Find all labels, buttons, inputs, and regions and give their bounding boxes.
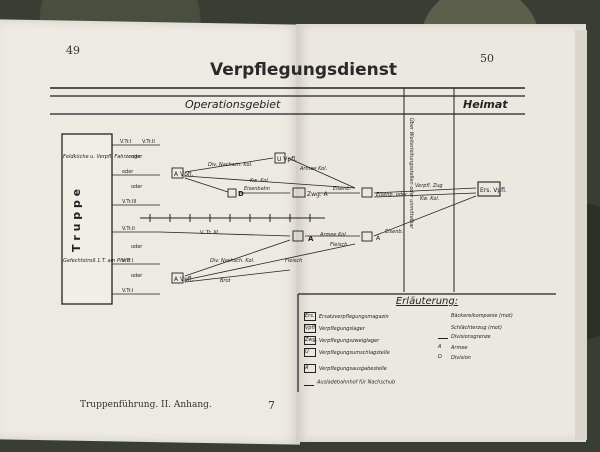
legend-left-item: Ers.Ersatzverpflegungsmagazin [304,312,389,321]
upper-a-node [171,167,184,179]
col-label: V.Tr.II [122,226,135,232]
umschlag-label: U Vpfl. [277,156,297,163]
legend-left-item: Ausladebahnhof für Nachschub [304,378,395,386]
col-label: oder [131,154,143,160]
route-kw-kol: Kw. Kol. [250,178,269,184]
legend: Erläuterung: Ers.Ersatzverpflegungsmagaz… [298,294,556,394]
route-div-nachsch-lower: Div. Nachsch. Kol. [210,258,255,264]
legend-right-item: Schlächterzug (mot) [438,324,502,331]
lower-routes [159,195,477,283]
col-label: V.Tr.I [122,258,133,264]
region-home: Heimat [463,98,508,111]
lower-a-label: A Vpfl. [174,276,194,283]
route-brot: Brot [220,278,232,284]
bakery-icon [438,312,448,319]
upper-a-label: A Vpfl. [174,171,194,178]
col-label: oder [131,244,143,250]
route-eisenb-small: Eisenb. [333,186,351,192]
footer-left: Truppenführung. II. Anhang. [80,400,212,410]
zwg-label: Zwg. A [307,191,329,198]
route-eisenbahn: Eisenbahn [244,186,270,192]
vertical-note: Über Weiterleitungsstellen oder unmittel… [408,118,415,229]
troop-box [61,133,113,305]
central-a-label: A [308,235,314,243]
footer-center: 7 [268,399,275,412]
central-lager [292,230,304,242]
butcher-icon [438,324,448,331]
col-label: V.Tr.I [122,288,133,294]
lager-a-label: A [376,235,381,242]
umschlag-node [274,152,286,164]
troop-label: T r u p p e [70,189,83,252]
legend-left-item: Zwg.Verpflegungszweiglager [304,336,380,345]
legend-symbol: U [304,348,316,357]
lager-node-1 [361,187,373,198]
lager-node-2 [361,231,373,242]
column-labels: V.Tr.I V.Tr.II oder oder V.Tr.III oder V… [120,139,155,294]
route-fleisch: Fleisch [285,258,302,264]
route-eisenb-lower: Eisenb. [385,229,403,235]
zweiglager-node [292,187,306,198]
route-v-tr-iii: V. Tr. III [200,230,218,236]
route-verpfl-zug: Verpfl. Zug [415,183,443,189]
left-page-number: 49 [66,44,80,57]
page-title: Verpflegungsdienst [210,60,397,80]
legend-symbol: A [438,344,442,350]
col-label: oder [131,184,143,190]
right-page [296,24,586,442]
route-div-nachsch: Div. Nachsch. Kol. [208,162,253,168]
legend-title: Erläuterung: [395,296,459,307]
d-node [227,188,237,198]
legend-symbol: Zwg. [304,336,318,345]
legend-symbol: Vpfl. [304,324,317,333]
ers-label: Ers. Vpfl. [480,187,507,194]
gefechtstross-label: Gefechtstroß 1.T. am Pferd [63,258,131,264]
col-label: V.Tr.I [120,139,131,145]
route-kw-kol-2: Kw. Kol. [420,196,439,202]
legend-symbol [304,378,314,386]
legend-right-item: Divisionsgrenze [438,334,491,340]
legend-left-item: Vpfl.Verpflegungslager [304,324,365,333]
legend-symbol: D [438,354,442,360]
route-armee-kol: Armee Kol. [299,166,327,172]
boundary-icon [438,335,448,339]
region-operations: Operationsgebiet [185,98,281,111]
legend-symbol: A [304,364,316,373]
col-label: oder [131,273,143,279]
division-ticks [149,214,311,222]
lower-a-node [171,272,184,284]
page-edge [575,30,587,440]
d-label: D [238,190,244,198]
col-label: oder [122,169,134,175]
column-arrow-lines [112,144,160,295]
right-page-number: 50 [480,52,494,65]
legend-symbol: Ers. [304,312,316,321]
col-label: V.Tr.III [122,199,136,205]
route-fleisch-upper: Fleisch [330,242,347,248]
col-label: V.Tr.II [142,139,155,145]
route-armee-kol-lower: Armee Kol. [319,232,347,238]
legend-right-item: Bäckereikompanie (mot) [438,312,513,319]
ers-node [477,181,501,197]
upper-routes [184,157,477,198]
route-eisenb-oder: Eisenb. oder [376,192,408,198]
feldkueche-label: Feldküche u. Verpfl. Fahrzeuge [63,154,141,160]
